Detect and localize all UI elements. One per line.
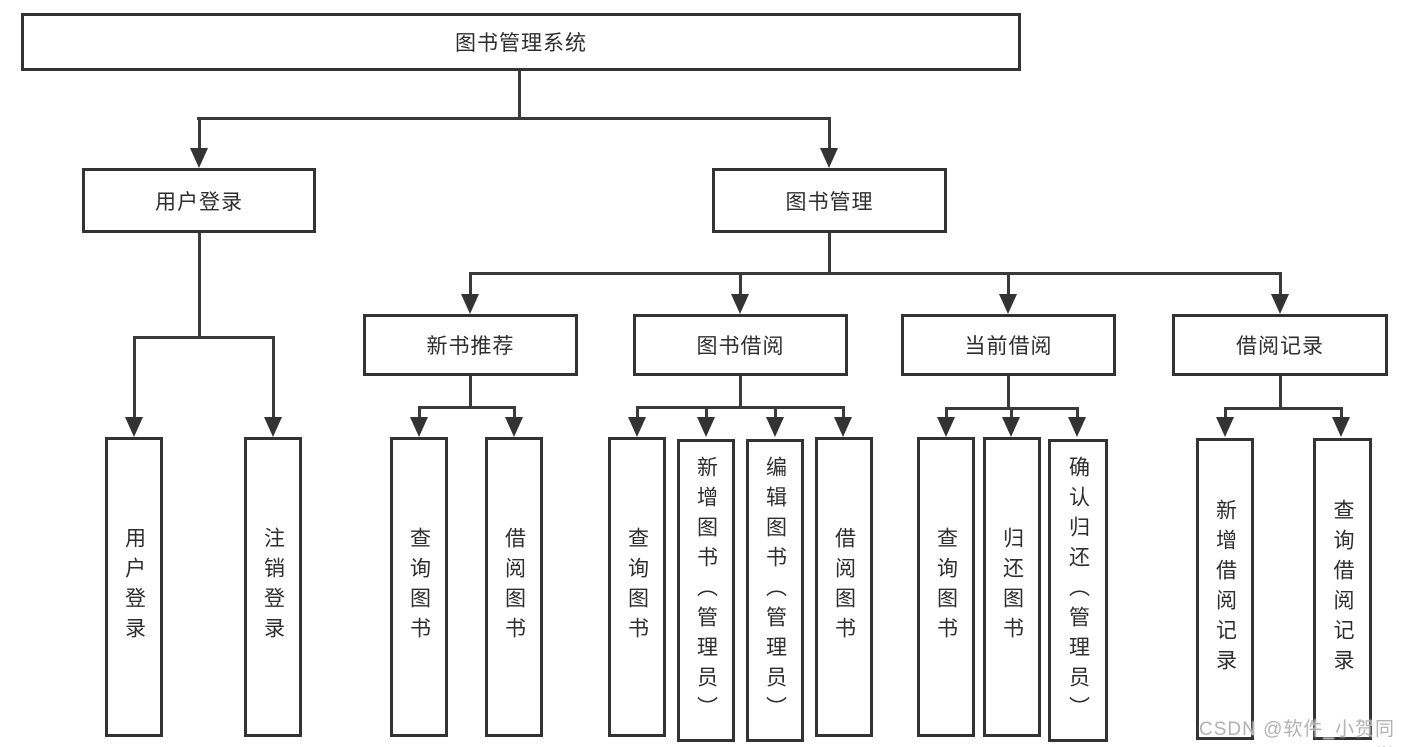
connector-vline bbox=[842, 406, 845, 417]
connector-vline bbox=[774, 406, 777, 417]
connector-hline bbox=[133, 336, 275, 339]
node-label: 图书管理系统 bbox=[455, 32, 587, 55]
node-label: 新书推荐 bbox=[426, 335, 515, 358]
node-label: 查询借阅记录 bbox=[1331, 499, 1354, 679]
node-label: 图书管理 bbox=[785, 190, 874, 214]
connector-vline bbox=[945, 407, 948, 417]
watermark: CSDN @软件_小贺同学 bbox=[1199, 719, 1395, 747]
leaf-return-books: 归还图书 bbox=[983, 437, 1041, 737]
connector-vline bbox=[272, 336, 275, 417]
connector-vline bbox=[418, 406, 421, 417]
leaf-confirm-return-admin: 确认归还（管理员） bbox=[1048, 439, 1108, 742]
node-user-login: 用户登录 bbox=[82, 168, 316, 233]
arrowhead-down bbox=[820, 148, 838, 168]
arrowhead-down bbox=[505, 417, 523, 437]
arrowhead-down bbox=[1332, 417, 1350, 437]
leaf-user-login: 用户登录 bbox=[105, 437, 163, 737]
connector-vline bbox=[1224, 407, 1227, 417]
connector-hline bbox=[418, 406, 516, 409]
leaf-edit-books-admin: 编辑图书（管理员） bbox=[746, 439, 804, 742]
connector-vline bbox=[518, 71, 521, 118]
arrowhead-down bbox=[834, 417, 852, 437]
connector-vline bbox=[828, 233, 831, 274]
node-book-borrowing: 图书借阅 bbox=[633, 314, 848, 376]
connector-vline bbox=[198, 233, 201, 337]
connector-vline bbox=[1010, 407, 1013, 417]
connector-vline bbox=[739, 376, 742, 408]
node-new-book-recommendation: 新书推荐 bbox=[363, 314, 578, 376]
connector-vline bbox=[636, 406, 639, 417]
node-label: 新增借阅记录 bbox=[1213, 499, 1237, 679]
arrowhead-down bbox=[697, 417, 715, 437]
node-borrowing-records: 借阅记录 bbox=[1172, 314, 1388, 376]
leaf-borrow-books: 借阅图书 bbox=[815, 437, 873, 737]
leaf-add-books-admin: 新增图书（管理员） bbox=[677, 439, 735, 742]
node-label: 查询图书 bbox=[934, 527, 958, 647]
node-label: 查询图书 bbox=[625, 527, 649, 647]
arrowhead-down bbox=[999, 294, 1017, 314]
leaf-query-books-recommend: 查询图书 bbox=[390, 437, 448, 737]
arrowhead-down bbox=[1216, 417, 1234, 437]
node-current-borrowing: 当前借阅 bbox=[901, 314, 1116, 376]
arrowhead-down bbox=[1068, 417, 1086, 437]
connector-vline bbox=[469, 272, 472, 296]
node-label: 图书借阅 bbox=[696, 335, 785, 358]
connector-vline bbox=[1279, 376, 1282, 410]
node-label: 确认归还（管理员） bbox=[1066, 455, 1090, 726]
node-label: 借阅图书 bbox=[502, 527, 526, 647]
arrowhead-down bbox=[1002, 417, 1020, 437]
node-label: 用户登录 bbox=[155, 190, 243, 214]
node-label: 新增图书（管理员） bbox=[694, 455, 718, 726]
node-book-management: 图书管理 bbox=[712, 168, 947, 233]
arrowhead-down bbox=[410, 417, 428, 437]
node-label: 借阅图书 bbox=[832, 527, 856, 647]
node-label: 查询图书 bbox=[407, 527, 431, 647]
leaf-query-books-current: 查询图书 bbox=[917, 437, 975, 737]
connector-hline bbox=[1224, 407, 1342, 410]
connector-hline bbox=[636, 406, 845, 409]
arrowhead-down bbox=[264, 417, 282, 437]
arrowhead-down bbox=[766, 417, 784, 437]
connector-vline bbox=[1340, 407, 1343, 417]
node-label: 用户登录 bbox=[122, 527, 146, 647]
leaf-add-borrow-record: 新增借阅记录 bbox=[1196, 438, 1254, 740]
leaf-query-books-borrowing: 查询图书 bbox=[608, 437, 666, 737]
arrowhead-down bbox=[937, 417, 955, 437]
arrowhead-down bbox=[628, 417, 646, 437]
node-label: 注销登录 bbox=[261, 527, 285, 647]
connector-vline bbox=[739, 272, 742, 296]
connector-vline bbox=[828, 117, 831, 150]
connector-vline bbox=[1007, 376, 1010, 410]
connector-vline bbox=[705, 406, 708, 417]
node-library-management-system: 图书管理系统 bbox=[21, 13, 1021, 71]
arrowhead-down bbox=[731, 294, 749, 314]
node-label: 归还图书 bbox=[1000, 527, 1024, 647]
node-label: 借阅记录 bbox=[1236, 335, 1324, 358]
connector-vline bbox=[1007, 272, 1010, 296]
connector-hline bbox=[197, 117, 831, 120]
connector-vline bbox=[1076, 407, 1079, 417]
connector-hline bbox=[469, 272, 1281, 275]
node-label: 当前借阅 bbox=[964, 335, 1053, 358]
leaf-logout: 注销登录 bbox=[244, 437, 302, 737]
connector-vline bbox=[1279, 272, 1282, 296]
arrowhead-down bbox=[190, 148, 208, 168]
arrowhead-down bbox=[461, 294, 479, 314]
connector-vline bbox=[469, 376, 472, 408]
node-label: 编辑图书（管理员） bbox=[763, 455, 787, 726]
arrowhead-down bbox=[1271, 294, 1289, 314]
connector-vline bbox=[513, 406, 516, 417]
leaf-borrow-books-recommend: 借阅图书 bbox=[485, 437, 543, 737]
arrowhead-down bbox=[125, 417, 143, 437]
connector-vline bbox=[198, 117, 201, 150]
leaf-query-borrow-record: 查询借阅记录 bbox=[1313, 438, 1372, 740]
connector-vline bbox=[133, 336, 136, 417]
